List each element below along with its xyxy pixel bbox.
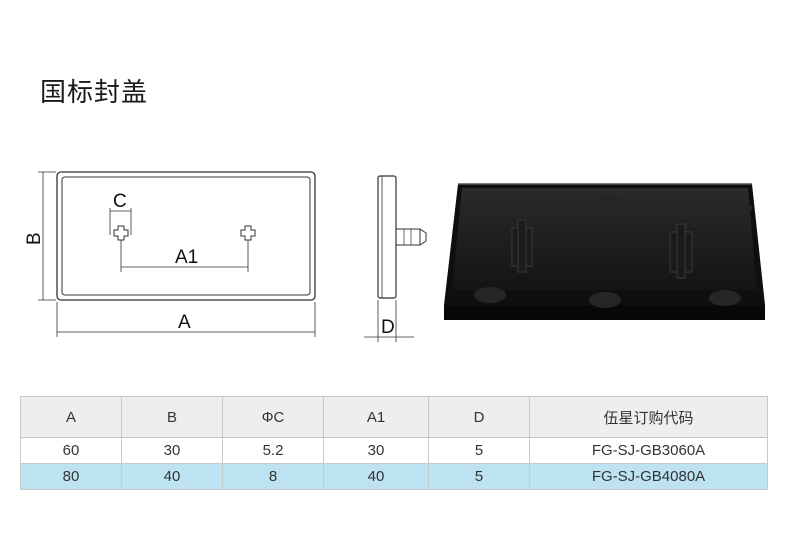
dim-c-label: C [113,191,127,212]
cell-a: 80 [20,463,122,490]
header-a: A [20,396,122,438]
table-row: 80 40 8 40 5 FG-SJ-GB4080A [20,463,768,490]
header-b: B [121,396,223,438]
front-view-inner-outline [61,176,311,296]
header-d: D [428,396,530,438]
cell-d: 5 [428,437,530,464]
black-end-cap-photo [444,183,765,320]
header-a1: A1 [323,396,429,438]
side-view-plate [377,175,397,299]
cell-a1: 40 [323,463,429,490]
technical-drawing: C A1 A B D [24,171,427,342]
right-cross-clip [240,225,256,241]
cell-a1: 30 [323,437,429,464]
left-cross-clip [113,225,129,241]
cell-order-code: FG-SJ-GB4080A [529,463,768,490]
cell-a: 60 [20,437,122,464]
header-order-code: 伍星订购代码 [529,396,768,438]
spec-table: A B ΦC A1 D 伍星订购代码 60 30 5.2 30 5 FG-SJ-… [20,396,768,490]
dim-a-label: A [178,312,191,333]
cell-phi-c: 5.2 [222,437,324,464]
table-row: 60 30 5.2 30 5 FG-SJ-GB3060A [20,437,768,464]
cell-d: 5 [428,463,530,490]
side-view-clip [395,228,421,246]
dim-d-label: D [381,317,395,338]
dim-a1-label: A1 [175,247,198,268]
cell-order-code: FG-SJ-GB3060A [529,437,768,464]
front-view-outline [56,171,316,301]
header-phi-c: ΦC [222,396,324,438]
table-header-row: A B ΦC A1 D 伍星订购代码 [20,396,768,438]
dim-b-label: B [24,232,45,245]
cell-phi-c: 8 [222,463,324,490]
cell-b: 30 [121,437,223,464]
page-title: 国标封盖 [40,78,149,108]
cell-b: 40 [121,463,223,490]
